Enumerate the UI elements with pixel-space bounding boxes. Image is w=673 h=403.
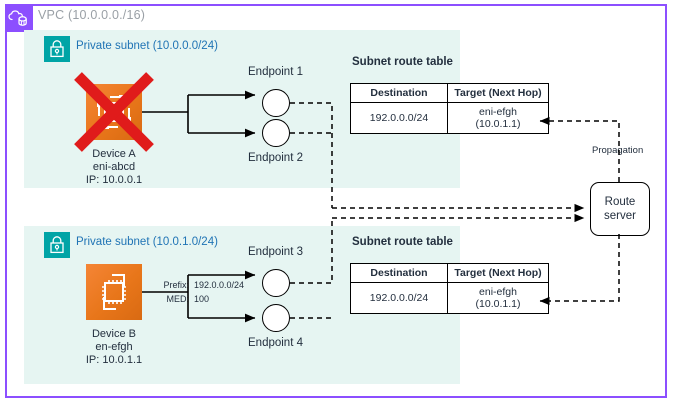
lock-icon [44, 36, 70, 62]
endpoint-1-label: Endpoint 1 [248, 66, 303, 78]
cell-target-line2: (10.0.1.1) [475, 118, 521, 130]
cell-target-line1: eni-efgh [479, 106, 517, 118]
endpoint-3-label: Endpoint 3 [248, 246, 303, 258]
device-b-caption: Device B en-efgh IP: 10.0.1.1 [54, 328, 174, 367]
device-b-ip: IP: 10.0.1.1 [85, 354, 143, 366]
route-table-1-title: Subnet route table [352, 56, 453, 68]
vpc-cloud-icon [5, 4, 33, 32]
device-b-eni: en-efgh [95, 341, 133, 353]
lock-icon [44, 232, 70, 258]
table-header-row: Destination Target (Next Hop) [350, 263, 549, 283]
device-a-caption: Device A eni-abcd IP: 10.0.0.1 [54, 148, 174, 187]
table-row: 192.0.0.0/24 eni-efgh (10.0.1.1) [350, 282, 549, 314]
col-destination: Destination [350, 83, 448, 103]
table-row: 192.0.0.0/24 eni-efgh (10.0.1.1) [350, 102, 549, 134]
private-subnet-2-label: Private subnet (10.0.1.0/24) [76, 236, 218, 248]
route-server-box[interactable]: Route server [590, 182, 650, 236]
cell-target: eni-efgh (10.0.1.1) [447, 102, 549, 134]
col-destination: Destination [350, 263, 448, 283]
network-device-icon-a [86, 84, 142, 140]
endpoint-2-label: Endpoint 2 [248, 152, 303, 164]
device-a-name: Device A [92, 148, 136, 160]
col-target: Target (Next Hop) [447, 263, 549, 283]
med-label: MED: [166, 294, 190, 304]
prefix-label: Prefix: [163, 280, 189, 290]
endpoint-4-label: Endpoint 4 [248, 337, 303, 349]
prefix-value: 192.0.0.0/24 [194, 280, 245, 290]
route-server-line1: Route [604, 196, 636, 208]
device-a-ip: IP: 10.0.0.1 [85, 174, 143, 186]
network-device-icon-b [86, 264, 142, 320]
cell-destination: 192.0.0.0/24 [350, 102, 448, 134]
cell-target-line2: (10.0.1.1) [475, 298, 521, 310]
endpoint-1-circle[interactable] [262, 89, 290, 117]
route-table-1: Destination Target (Next Hop) 192.0.0.0/… [350, 83, 549, 134]
cell-target-line1: eni-efgh [479, 286, 517, 298]
med-value: 100 [194, 294, 210, 304]
cell-destination: 192.0.0.0/24 [350, 282, 448, 314]
device-a-eni: eni-abcd [92, 161, 136, 173]
private-subnet-1-label: Private subnet (10.0.0.0/24) [76, 40, 218, 52]
endpoint-3-circle[interactable] [262, 269, 290, 297]
endpoint-4-circle[interactable] [262, 304, 290, 332]
route-table-2-title: Subnet route table [352, 236, 453, 248]
vpc-title: VPC (10.0.0.0./16) [38, 8, 146, 22]
cell-target: eni-efgh (10.0.1.1) [447, 282, 549, 314]
device-b-name: Device B [91, 328, 137, 340]
route-server-line2: server [604, 210, 636, 222]
route-table-2: Destination Target (Next Hop) 192.0.0.0/… [350, 263, 549, 314]
endpoint-2-circle[interactable] [262, 119, 290, 147]
propagation-label: Propagation [592, 145, 644, 156]
table-header-row: Destination Target (Next Hop) [350, 83, 549, 103]
col-target: Target (Next Hop) [447, 83, 549, 103]
